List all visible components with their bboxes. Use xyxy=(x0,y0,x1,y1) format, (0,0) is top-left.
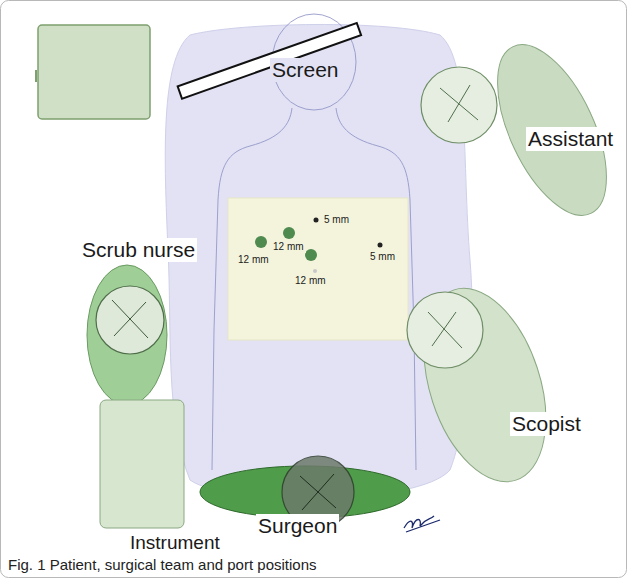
operative-field xyxy=(228,198,408,340)
surgeon-label: Surgeon xyxy=(256,514,339,538)
instrument-table xyxy=(100,400,184,528)
screen-cart xyxy=(38,25,150,119)
port-5mm xyxy=(378,243,383,248)
screen-label: Screen xyxy=(270,58,341,82)
port-12mm xyxy=(255,236,267,248)
assistant-figure xyxy=(421,29,627,231)
instrument-label: Instrument xyxy=(128,532,222,554)
port-size-label: 12 mm xyxy=(236,254,271,266)
port-12mm xyxy=(305,249,317,261)
port-5mm xyxy=(314,218,319,223)
scrub-nurse-figure xyxy=(87,265,167,405)
port-size-label: 12 mm xyxy=(271,241,306,253)
signature-scribble xyxy=(404,516,440,532)
screen-monitor xyxy=(178,23,361,99)
sketch-mark xyxy=(35,70,37,82)
scopist-label: Scopist xyxy=(510,412,583,436)
port-size-label: 5 mm xyxy=(322,214,351,226)
patient-outline xyxy=(212,14,416,512)
scrub-nurse-label: Scrub nurse xyxy=(80,238,197,262)
port-12mm xyxy=(283,227,295,239)
figure-caption: Fig. 1 Patient, surgical team and port p… xyxy=(8,556,317,574)
port-mark xyxy=(313,269,317,273)
scopist-figure xyxy=(402,273,568,497)
assistant-label: Assistant xyxy=(526,127,615,151)
port-size-label: 5 mm xyxy=(368,251,397,263)
port-size-label: 12 mm xyxy=(293,275,328,287)
